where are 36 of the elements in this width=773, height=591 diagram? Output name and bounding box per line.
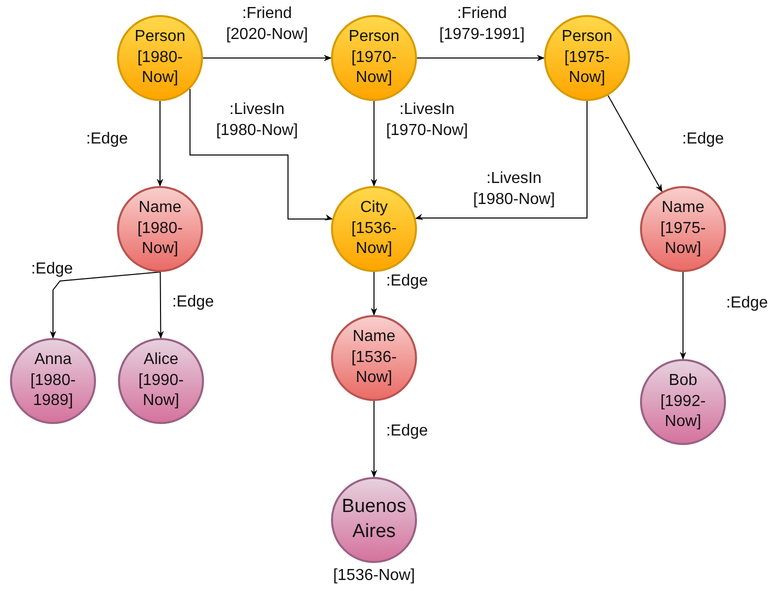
edge-label: :LivesIn [1980-Now] (215, 100, 299, 141)
arrow (50, 272, 160, 339)
arrow (157, 272, 164, 339)
arrow (370, 400, 378, 478)
edge-label: :LivesIn [1970-Now] (385, 100, 469, 141)
node-label: Name [1980-Now] (136, 198, 184, 260)
node-label: Name [1536-Now] (350, 326, 398, 388)
node-label: Person [1975-Now] (560, 26, 614, 88)
edge-label: :LivesIn [1980-Now] (472, 169, 556, 210)
node-label: Person [1970-Now] (348, 26, 400, 88)
node-label: Name [1975-Now] (659, 198, 707, 260)
arrow (156, 100, 164, 187)
edge-label: :Edge (681, 130, 725, 150)
arrow (202, 54, 332, 62)
edge-label: :Friend [2020-Now] (225, 4, 309, 45)
node-label: Alice [1990-Now] (137, 350, 185, 412)
edge-label: :Edge (30, 260, 74, 280)
node-label: Anna [1980-1989] (29, 350, 77, 412)
node-label: Person [1980-Now] (134, 26, 186, 88)
edge-label: :Edge (725, 294, 769, 314)
arrow (370, 272, 378, 316)
edge-label: :Friend [1979-1991] (438, 4, 526, 45)
edge-label: :Edge (385, 422, 429, 442)
node-label: City [1536-Now] (350, 198, 398, 260)
arrow (416, 54, 545, 62)
edge-label: :Edge (171, 292, 215, 313)
arrow (190, 88, 333, 220)
arrow (414, 100, 588, 220)
edge-label: :Edge (85, 130, 129, 150)
node-label: Buenos Aires (340, 495, 408, 544)
edge-label: :Edge (385, 272, 429, 292)
node-caption: [1536-Now] (333, 567, 415, 585)
node-label: Bob [1992-Now] (659, 370, 707, 432)
arrow (680, 272, 686, 360)
arrow (370, 100, 378, 187)
arrow (608, 95, 662, 192)
